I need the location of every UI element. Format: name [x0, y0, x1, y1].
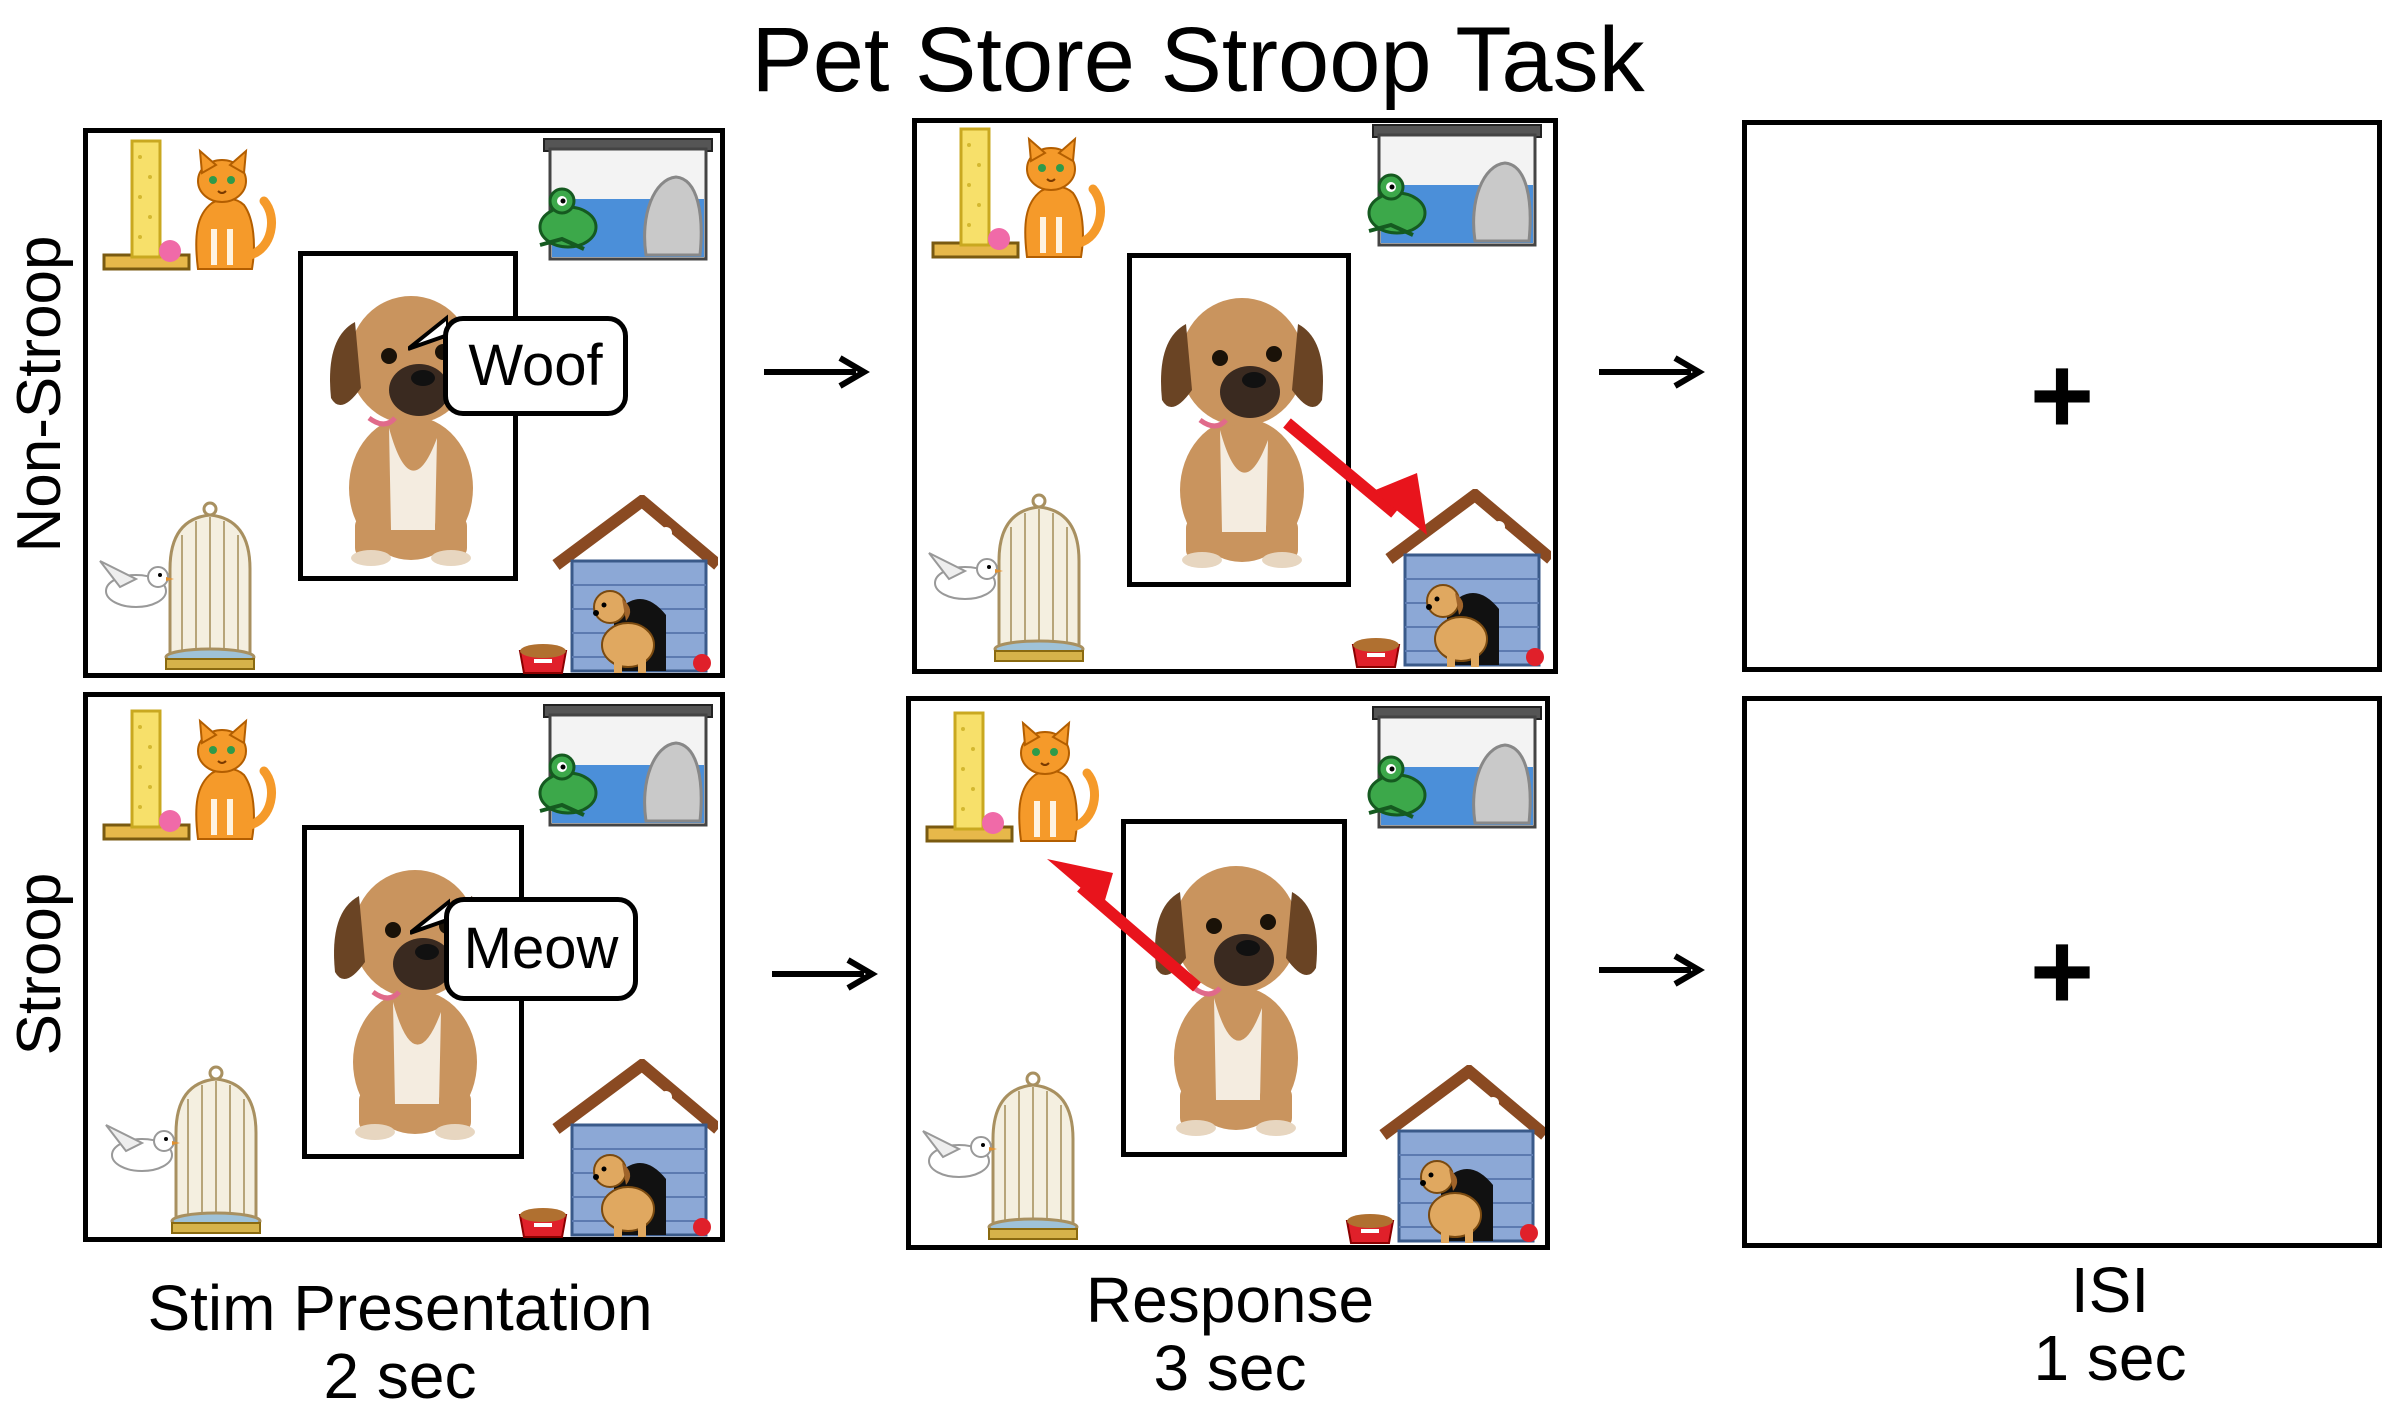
cat-icon — [917, 709, 1117, 849]
dog-house-icon — [518, 1059, 718, 1239]
fixation-cross: + — [2029, 910, 2095, 1033]
column-duration: 2 sec — [323, 1340, 477, 1412]
speech-bubble-tail — [410, 898, 450, 935]
arrow-right-icon — [1599, 953, 1705, 987]
column-label-response: Response 3 sec — [910, 1266, 1550, 1402]
puppy-stimulus-frame — [1121, 819, 1347, 1157]
row-label-non-stroop: Non-Stroop — [5, 235, 74, 553]
bird-cage-icon — [96, 495, 296, 675]
fixation-cross: + — [2029, 334, 2095, 457]
stim-panel-non-stroop: Woof — [83, 128, 725, 678]
bird-cage-icon — [919, 1065, 1119, 1245]
arrow-right-icon — [772, 957, 878, 991]
response-panel-non-stroop — [912, 118, 1558, 674]
column-name: Response — [1085, 1264, 1375, 1336]
column-duration: 1 sec — [2033, 1322, 2187, 1394]
puppy-stimulus-frame — [298, 251, 518, 581]
column-name: ISI — [2070, 1254, 2150, 1326]
cat-icon — [94, 137, 294, 277]
speech-bubble-tail — [408, 314, 448, 351]
cat-icon — [94, 707, 294, 847]
speech-bubble-woof: Woof — [443, 316, 628, 416]
bird-cage-icon — [925, 487, 1125, 667]
speech-bubble-meow: Meow — [444, 897, 638, 1001]
cat-icon — [923, 125, 1123, 265]
dog-house-icon — [1345, 1065, 1545, 1245]
column-label-stim: Stim Presentation 2 sec — [80, 1274, 720, 1410]
column-name: Stim Presentation — [147, 1272, 653, 1344]
stim-panel-stroop: Meow — [83, 692, 725, 1242]
red-arrow-icon — [1047, 859, 1201, 992]
isi-panel-stroop: + — [1742, 696, 2382, 1248]
column-label-isi: ISI 1 sec — [1790, 1256, 2396, 1392]
figure-title: Pet Store Stroop Task — [751, 9, 1645, 111]
arrow-right-icon — [764, 355, 870, 389]
frog-aquarium-icon — [1351, 703, 1551, 833]
frog-aquarium-icon — [1351, 121, 1551, 251]
frog-aquarium-icon — [522, 135, 722, 265]
column-duration: 3 sec — [1153, 1332, 1307, 1404]
isi-panel-non-stroop: + — [1742, 120, 2382, 672]
arrow-right-icon — [1599, 355, 1705, 389]
red-arrow-icon — [1283, 418, 1427, 535]
response-panel-stroop — [906, 696, 1550, 1250]
dog-house-icon — [518, 495, 718, 675]
frog-aquarium-icon — [522, 701, 722, 831]
bird-cage-icon — [102, 1059, 302, 1239]
puppy-stimulus-frame — [1127, 253, 1351, 587]
row-label-stroop: Stroop — [5, 872, 74, 1056]
